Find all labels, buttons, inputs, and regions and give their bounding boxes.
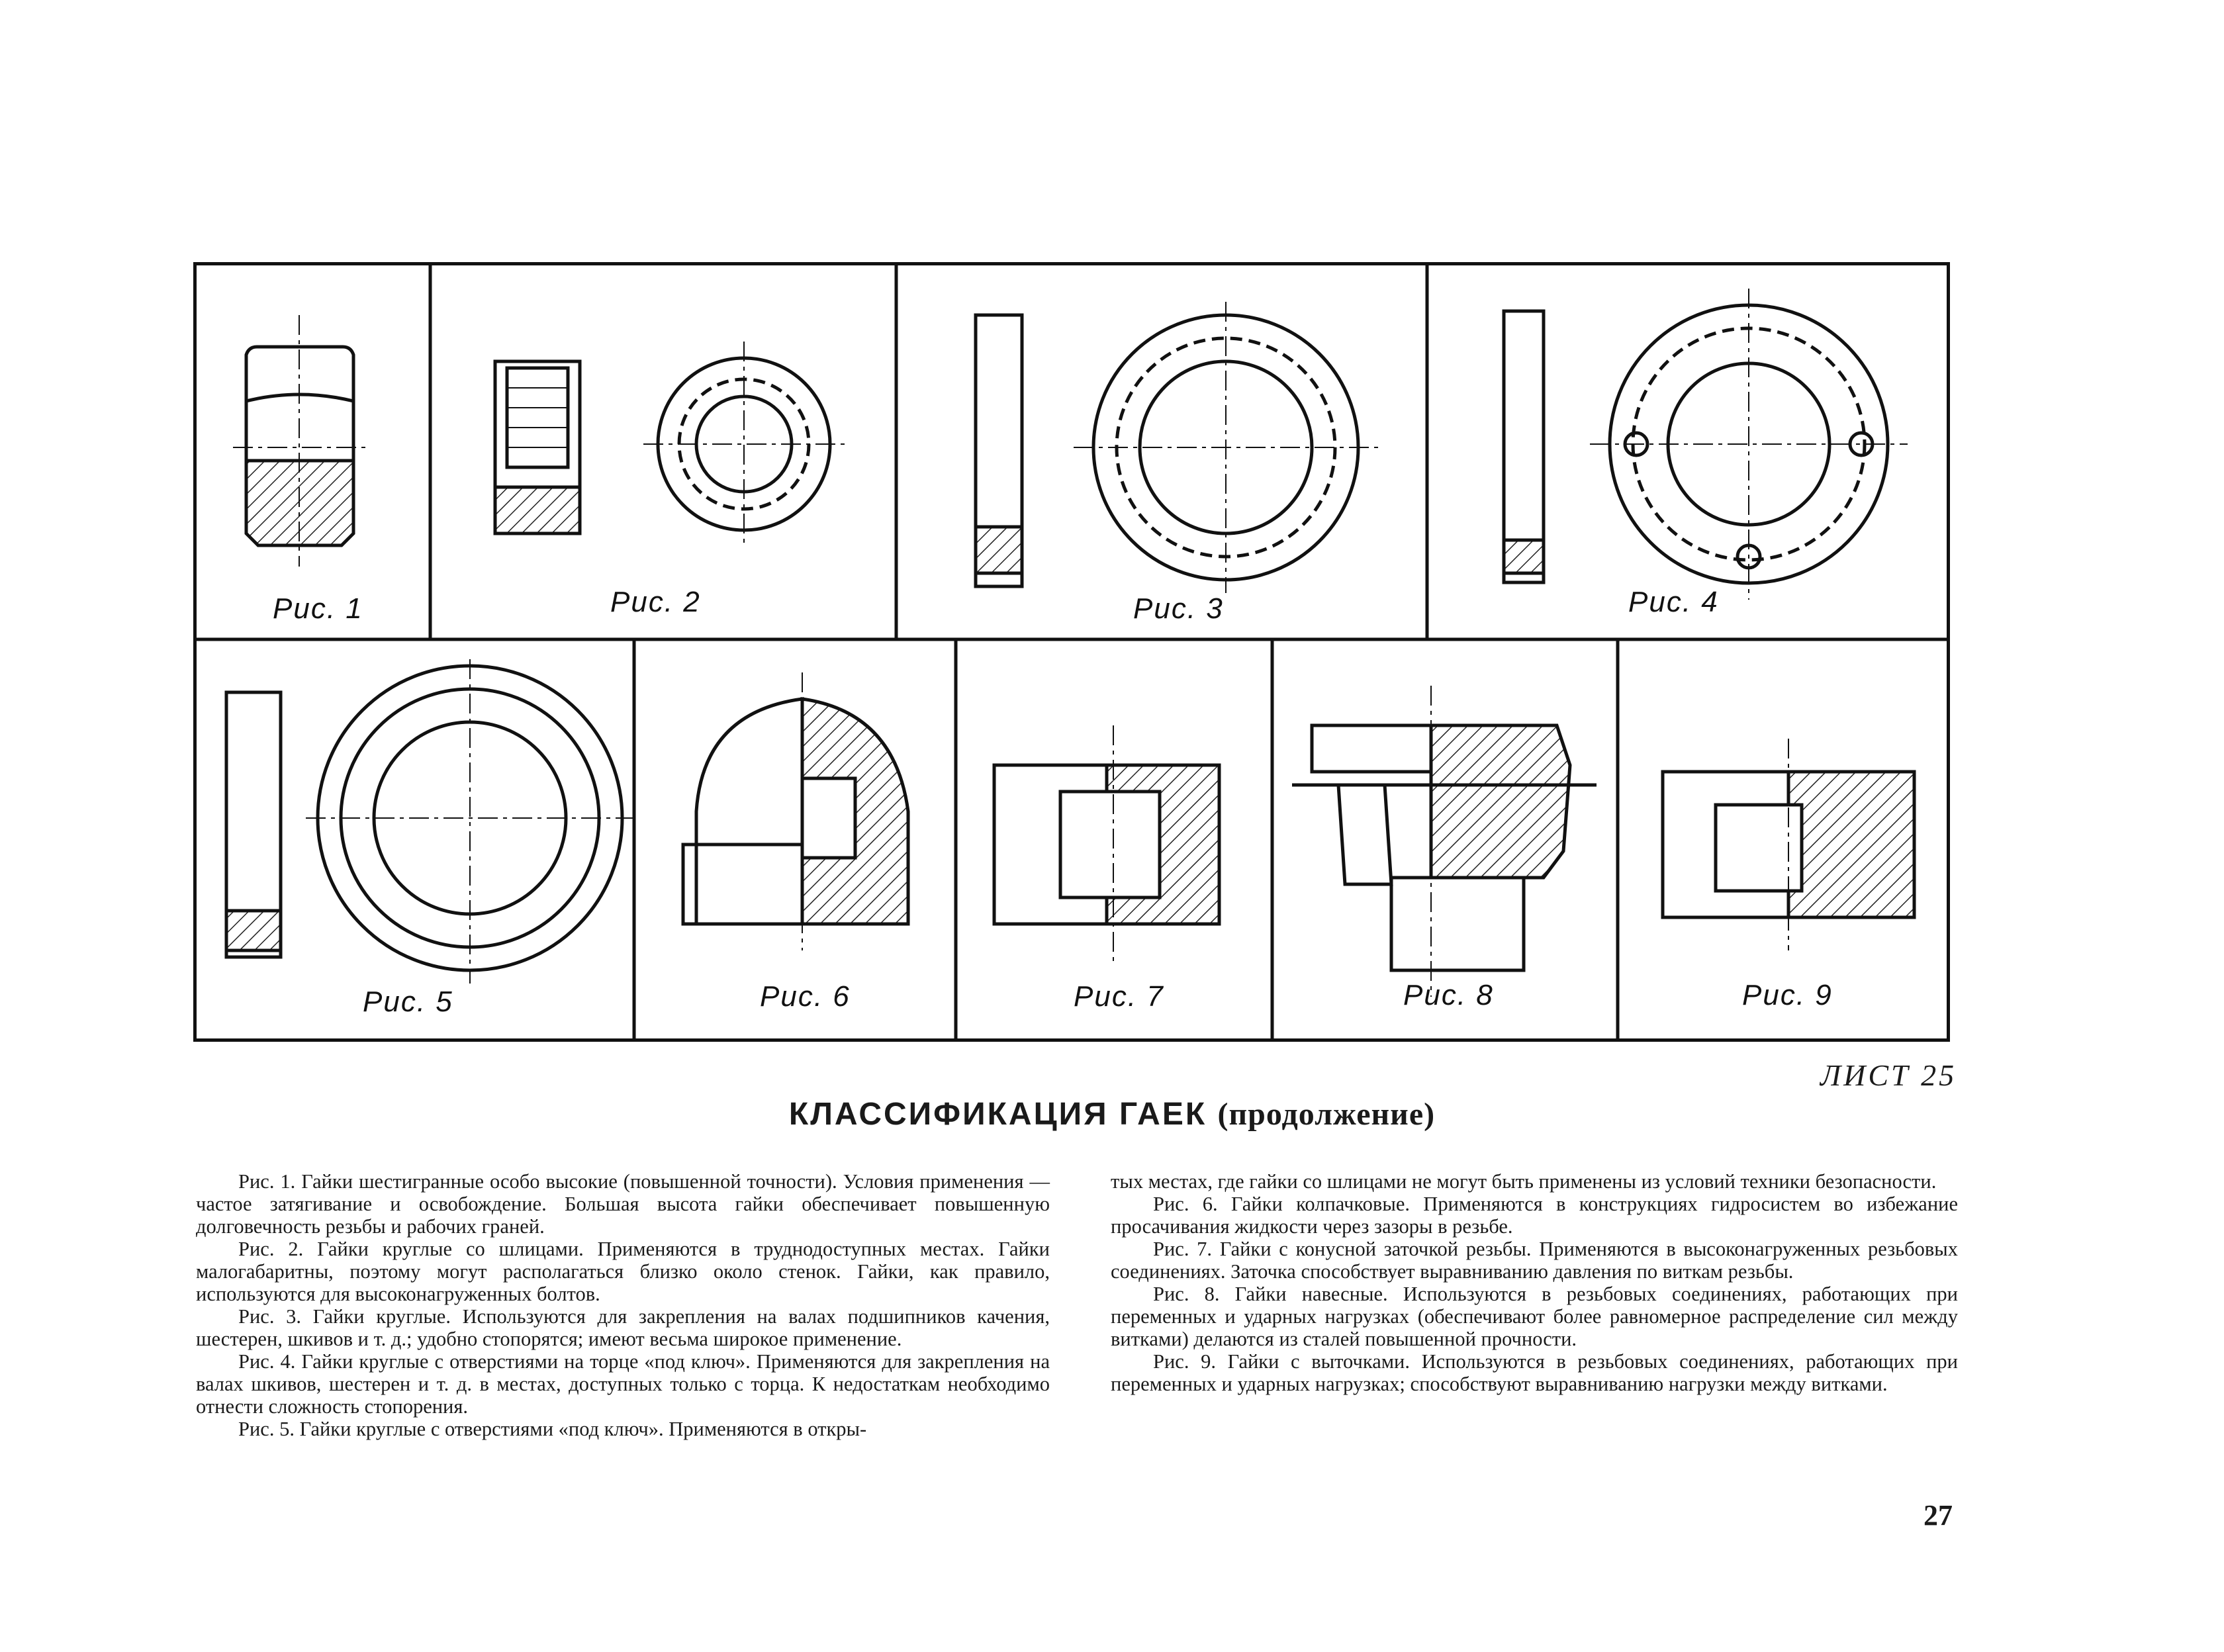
- fig5-drawing: [224, 659, 637, 984]
- fig3-drawing: [974, 302, 1378, 593]
- sheet-label: ЛИСТ 25: [1820, 1058, 1957, 1092]
- figures-plate: Рис. 1 Рис. 2 Рис. 3 Рис. 4 Рис. 5 Рис. …: [193, 262, 1950, 1042]
- paragraph-fig9: Рис. 9. Гайки с выточками. Используются …: [1111, 1350, 1958, 1395]
- paragraph-fig2: Рис. 2. Гайки круглые со шлицами. Примен…: [196, 1238, 1050, 1305]
- fig9-drawing: [1661, 739, 1916, 950]
- paragraph-fig1: Рис. 1. Гайки шестигранные особо высокие…: [196, 1170, 1050, 1238]
- fig7-drawing: [992, 725, 1221, 964]
- text-column-left: Рис. 1. Гайки шестигранные особо высокие…: [196, 1170, 1050, 1440]
- fig5-caption: Рис. 5: [363, 986, 453, 1018]
- fig8-drawing: [1292, 686, 1597, 997]
- paragraph-fig3: Рис. 3. Гайки круглые. Используются для …: [196, 1305, 1050, 1350]
- paragraph-fig7: Рис. 7. Гайки с конусной заточкой резьбы…: [1111, 1238, 1958, 1283]
- text-column-right: тых местах, где гайки со шлицами не могу…: [1111, 1170, 1958, 1395]
- fig7-caption: Рис. 7: [1074, 980, 1164, 1013]
- fig1-drawing: [233, 315, 367, 567]
- paragraph-fig8: Рис. 8. Гайки навесные. Используются в р…: [1111, 1283, 1958, 1350]
- page-number: 27: [1923, 1499, 1953, 1532]
- fig8-caption: Рис. 8: [1403, 979, 1494, 1011]
- fig9-caption: Рис. 9: [1742, 979, 1833, 1011]
- fig3-caption: Рис. 3: [1133, 592, 1224, 625]
- page-title: КЛАССИФИКАЦИЯ ГАЕК (продолжение): [0, 1096, 2224, 1132]
- paragraph-fig5-continued: тых местах, где гайки со шлицами не могу…: [1111, 1170, 1937, 1193]
- fig4-caption: Рис. 4: [1628, 586, 1719, 618]
- title-main: КЛАССИФИКАЦИЯ ГАЕК: [788, 1097, 1207, 1132]
- fig2-drawing: [493, 342, 845, 547]
- paragraph-fig5: Рис. 5. Гайки круглые с отверстиями «под…: [238, 1418, 867, 1440]
- fig6-caption: Рис. 6: [760, 980, 851, 1013]
- title-sub: (продолжение): [1217, 1097, 1436, 1132]
- fig2-caption: Рис. 2: [610, 586, 701, 618]
- fig1-caption: Рис. 1: [273, 592, 363, 625]
- paragraph-fig4: Рис. 4. Гайки круглые с отверстиями на т…: [196, 1350, 1050, 1418]
- fig4-drawing: [1502, 289, 1908, 600]
- paragraph-fig6: Рис. 6. Гайки колпачковые. Применяются в…: [1111, 1193, 1958, 1238]
- fig6-drawing: [681, 672, 910, 950]
